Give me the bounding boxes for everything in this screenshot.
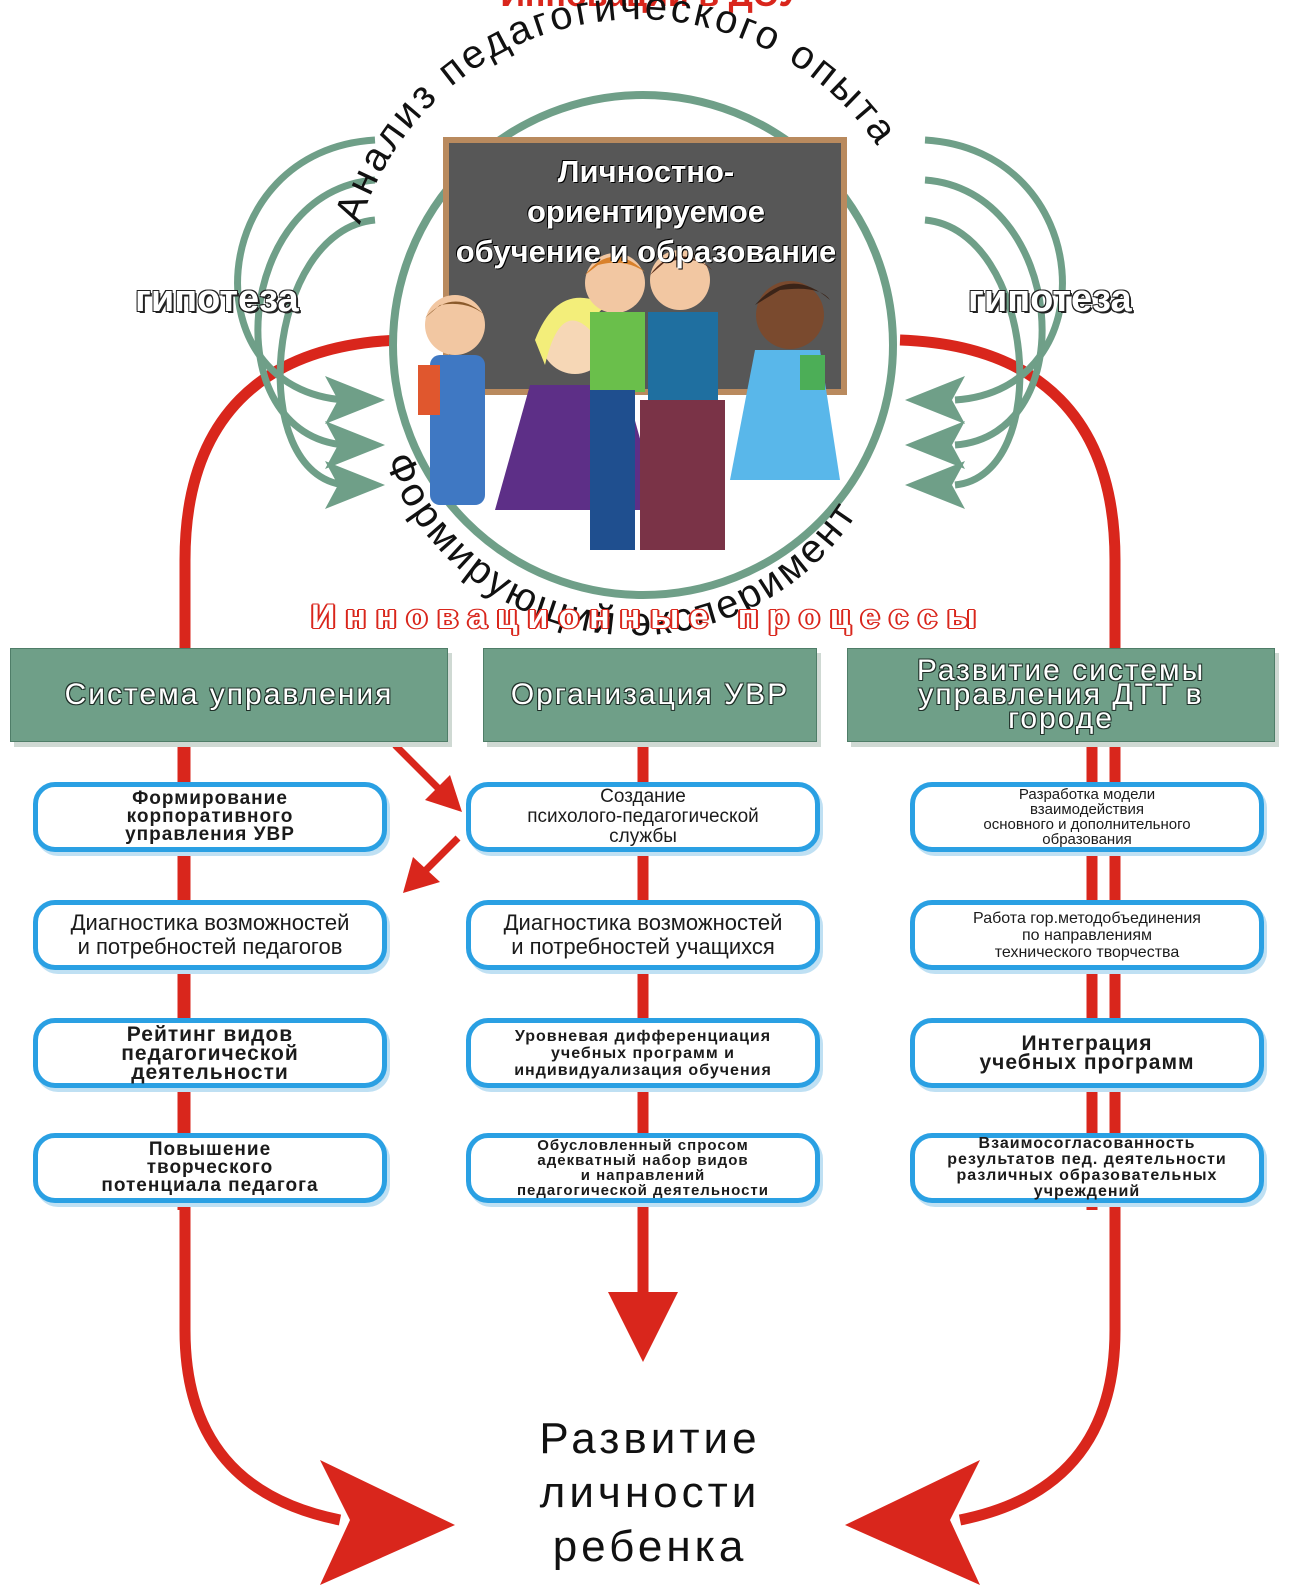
item-activity-set-text: Обусловленный спросом адекватный набор в…: [517, 1137, 769, 1199]
item-results-coordination: Взаимосогласованность результатов пед. д…: [910, 1133, 1264, 1203]
hypothesis-left-label: гипотеза: [135, 278, 299, 320]
right-red-flow-arrow: [845, 334, 1121, 1585]
top-partial-title: Инновации в ДОУ: [500, 0, 800, 14]
children-illustration: [418, 250, 840, 550]
item-interaction-model-text: Разработка модели взаимодействия основно…: [983, 786, 1191, 848]
result-child-development: Развитие личности ребенка: [539, 1414, 761, 1571]
item-methodological-association: Работа гор.методобъединения по направлен…: [910, 900, 1264, 970]
item-activity-rating-text: Рейтинг видов педагогической деятельност…: [121, 1022, 299, 1084]
column2-down-arrowhead: [608, 1292, 678, 1362]
left-red-flow-arrow: [179, 334, 455, 1585]
item-creative-potential-text: Повышение творческого потенциала педагог…: [101, 1139, 319, 1196]
item-student-diagnostics: Диагностика возможностей и потребностей …: [466, 900, 820, 970]
item-interaction-model: Разработка модели взаимодействия основно…: [910, 782, 1264, 852]
header-dtt-development: Развитие системы управления ДТТ в городе: [847, 648, 1275, 742]
item-psych-service: Создание психолого-педагогической службы: [466, 782, 820, 852]
item-corporate-management-text: Формирование корпоративного управления У…: [125, 788, 295, 845]
item-methodological-association-text: Работа гор.методобъединения по направлен…: [973, 909, 1201, 961]
item-activity-rating: Рейтинг видов педагогической деятельност…: [33, 1018, 387, 1088]
item-program-integration-text: Интеграция учебных программ: [979, 1032, 1195, 1074]
item-teacher-diagnostics: Диагностика возможностей и потребностей …: [33, 900, 387, 970]
item-level-differentiation: Уровневая дифференциация учебных програм…: [466, 1018, 820, 1088]
header-management-system-text: Система управления: [64, 678, 394, 711]
right-hypothesis-arrowheads: [905, 376, 965, 509]
item-teacher-diagnostics-text: Диагностика возможностей и потребностей …: [70, 910, 350, 959]
right-hypothesis-arcs: [924, 136, 1066, 489]
item-student-diagnostics-text: Диагностика возможностей и потребностей …: [503, 910, 783, 959]
header-uvr-organization: Организация УВР: [483, 648, 817, 742]
header-dtt-development-text: Развитие системы управления ДТТ в городе: [916, 654, 1206, 735]
left-hypothesis-arcs: [234, 136, 376, 489]
item-results-coordination-text: Взаимосогласованность результатов пед. д…: [947, 1135, 1227, 1200]
item-psych-service-text: Создание психолого-педагогической службы: [527, 786, 759, 847]
arrow-to-teacher-diagnostics: [403, 835, 461, 893]
item-corporate-management: Формирование корпоративного управления У…: [33, 782, 387, 852]
arrow-to-psych-service: [392, 742, 462, 812]
hypothesis-right-label: гипотеза: [968, 278, 1132, 320]
left-hypothesis-arrowheads: [325, 376, 385, 509]
item-creative-potential: Повышение творческого потенциала педагог…: [33, 1133, 387, 1203]
board-title: Личностно-ориентируемое обучение и образ…: [455, 154, 837, 269]
innovation-processes-label: Инновационные процессы: [311, 598, 986, 636]
item-activity-set: Обусловленный спросом адекватный набор в…: [466, 1133, 820, 1203]
header-uvr-organization-text: Организация УВР: [510, 678, 790, 711]
header-management-system: Система управления: [10, 648, 448, 742]
item-program-integration: Интеграция учебных программ: [910, 1018, 1264, 1088]
item-level-differentiation-text: Уровневая дифференциация учебных програм…: [514, 1027, 772, 1079]
